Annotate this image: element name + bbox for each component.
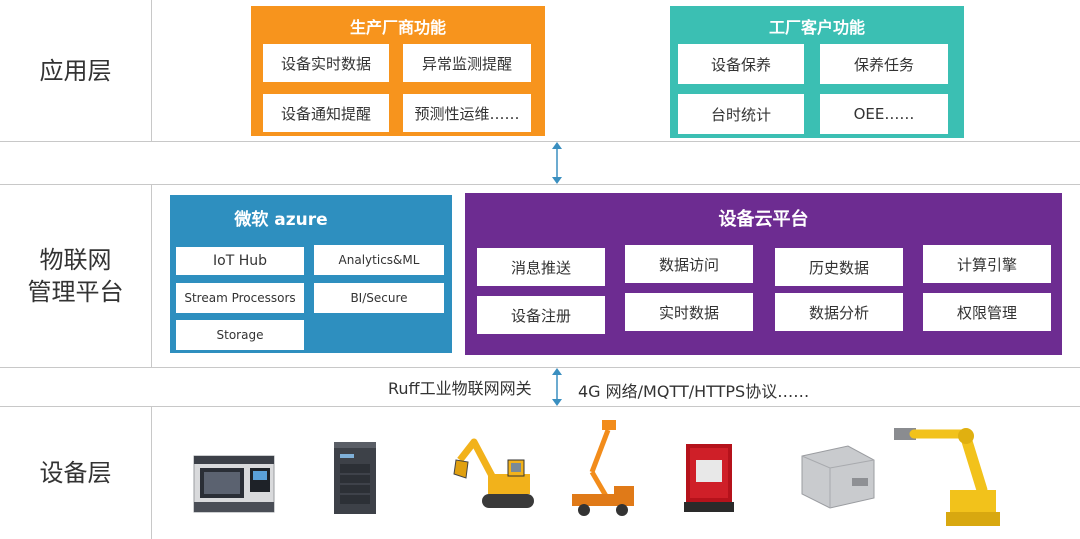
bidirectional-arrow-icon — [552, 368, 562, 406]
azure-item: IoT Hub — [176, 247, 304, 275]
application-layer-band: 应用层 — [0, 0, 1080, 142]
application-layer-label: 应用层 — [0, 0, 152, 141]
device-layer-band: 设备层 — [0, 406, 1080, 539]
excavator-icon — [453, 438, 534, 508]
sensor-box-icon — [684, 444, 734, 512]
factory-functions-panel: 工厂客户功能 设备保养 保养任务 台时统计 OEE…… — [670, 6, 964, 138]
manufacturer-functions-panel: 生产厂商功能 设备实时数据 异常监测提醒 设备通知提醒 预测性运维…… — [251, 6, 545, 136]
manufacturer-item: 设备实时数据 — [263, 44, 389, 82]
azure-item: Analytics&ML — [314, 245, 444, 275]
device-cloud-title: 设备云平台 — [718, 209, 809, 230]
manufacturer-item: 预测性运维…… — [403, 94, 531, 132]
azure-item: Stream Processors — [176, 283, 304, 313]
cloud-item: 历史数据 — [775, 248, 903, 286]
cloud-item: 数据分析 — [775, 293, 903, 331]
factory-item: 设备保养 — [678, 44, 804, 84]
cnc-lathe-icon — [193, 455, 275, 513]
azure-title: 微软 azure — [234, 210, 328, 230]
cloud-item: 实时数据 — [625, 293, 753, 331]
plc-module-icon — [334, 442, 376, 514]
gateway-label: Ruff工业物联网网关 — [388, 379, 532, 398]
factory-item: 台时统计 — [678, 94, 804, 134]
gateway-device-icon — [801, 445, 875, 509]
device-layer-label: 设备层 — [0, 407, 152, 539]
factory-item: OEE…… — [820, 94, 948, 134]
iot-platform-layer-label: 物联网 管理平台 — [0, 185, 152, 367]
manufacturer-item: 异常监测提醒 — [403, 44, 531, 82]
manufacturer-functions-title: 生产厂商功能 — [349, 18, 446, 37]
cloud-item: 数据访问 — [625, 245, 753, 283]
device-cloud-panel: 设备云平台 消息推送 数据访问 历史数据 计算引擎 设备注册 实时数据 数据分析… — [465, 193, 1062, 355]
protocol-label: 4G 网络/MQTT/HTTPS协议…… — [578, 382, 810, 401]
azure-panel: 微软 azure IoT Hub Analytics&ML Stream Pro… — [170, 195, 452, 353]
cloud-item: 设备注册 — [477, 296, 605, 334]
cloud-item: 计算引擎 — [923, 245, 1051, 283]
aerial-lift-truck-icon — [572, 420, 634, 516]
cloud-item: 消息推送 — [477, 248, 605, 286]
bidirectional-arrow-icon — [552, 142, 562, 184]
azure-item: BI/Secure — [314, 283, 444, 313]
iot-platform-layer-band: 物联网 管理平台 — [0, 184, 1080, 368]
factory-item: 保养任务 — [820, 44, 948, 84]
factory-functions-title: 工厂客户功能 — [768, 18, 865, 37]
cloud-item: 权限管理 — [923, 293, 1051, 331]
azure-item: Storage — [176, 320, 304, 350]
robot-arm-icon — [894, 428, 1000, 526]
manufacturer-item: 设备通知提醒 — [263, 94, 389, 132]
